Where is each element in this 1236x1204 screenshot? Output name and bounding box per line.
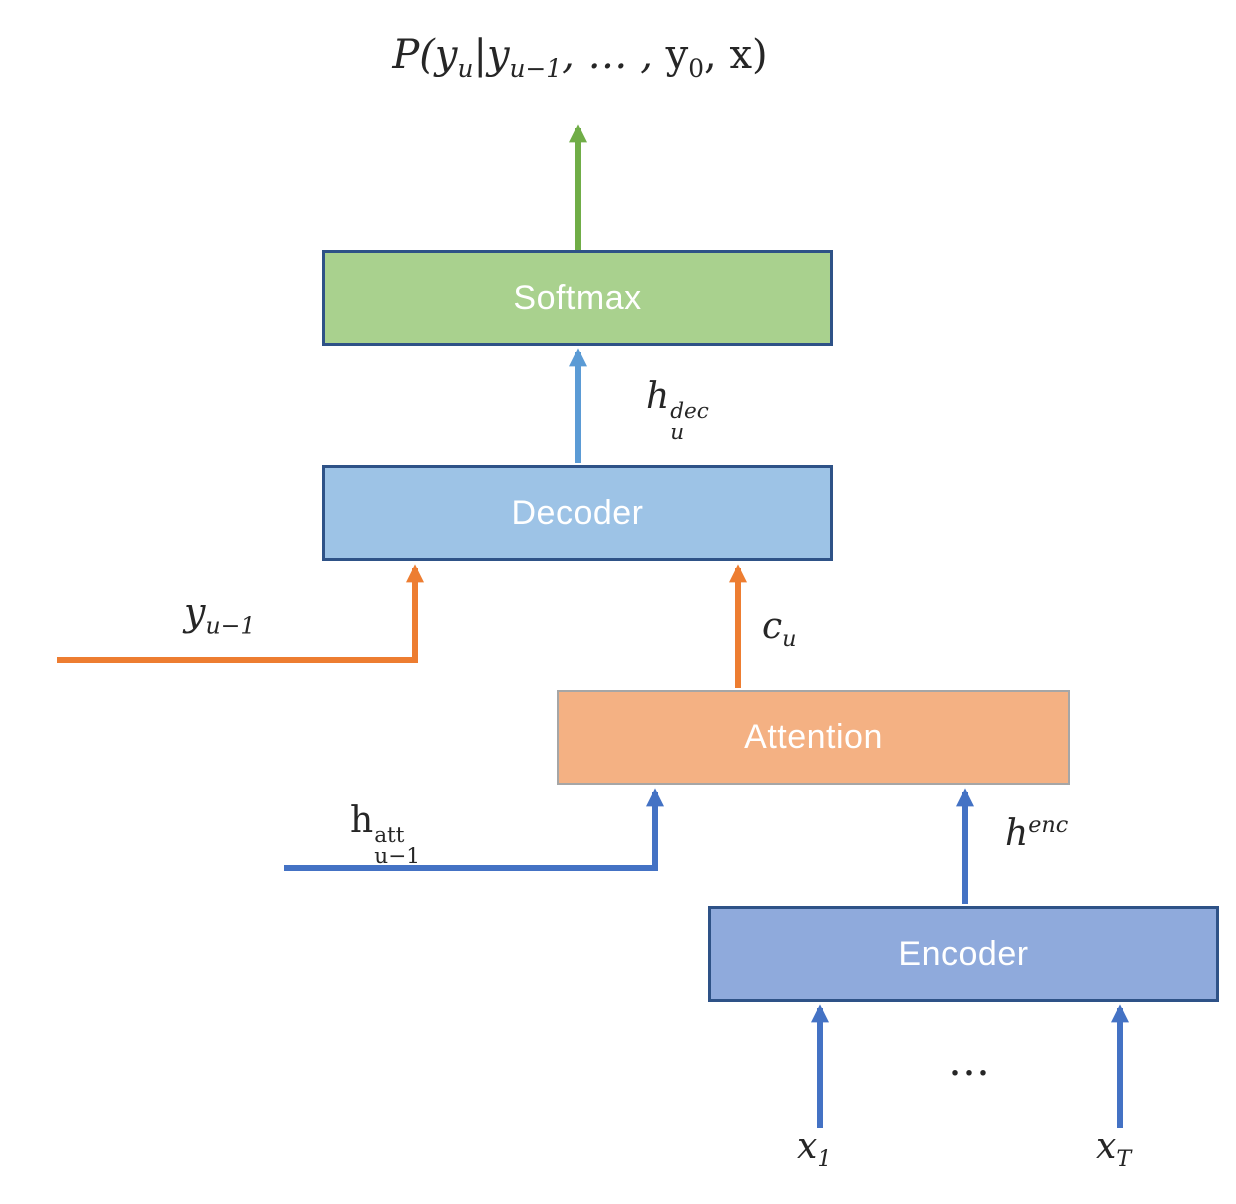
math-subscript: u−1 bbox=[374, 844, 420, 870]
decoder-box: Decoder bbox=[322, 465, 833, 561]
math-base: x bbox=[797, 1126, 818, 1167]
context-vector-label: cu bbox=[762, 606, 797, 652]
encoder-box-label: Encoder bbox=[898, 934, 1029, 973]
math-base: y bbox=[184, 590, 206, 634]
math-superscript: att bbox=[374, 822, 405, 848]
attention-box-label: Attention bbox=[744, 718, 883, 756]
math-subscript: u bbox=[782, 626, 797, 653]
formula-segment: y bbox=[665, 32, 689, 78]
encoder-hidden-state-label: henc bbox=[1005, 812, 1068, 854]
math-base: h bbox=[350, 800, 374, 841]
math-base: c bbox=[762, 606, 783, 647]
softmax-box-label: Softmax bbox=[513, 278, 642, 317]
formula-segment: , x) bbox=[704, 32, 768, 78]
attention-hidden-arrow bbox=[284, 788, 664, 871]
math-subscript: T bbox=[1116, 1146, 1132, 1173]
input-x1-label: x1 bbox=[797, 1126, 832, 1172]
math-subscript: u−1 bbox=[205, 611, 256, 640]
formula-segment: |y bbox=[473, 32, 510, 78]
math-superscript: dec bbox=[670, 398, 709, 424]
input-ellipsis: … bbox=[948, 1036, 997, 1085]
math-base: h bbox=[646, 376, 670, 417]
math-subscript: u bbox=[670, 420, 685, 446]
previous-output-label: yu−1 bbox=[184, 590, 255, 640]
formula-subscript: 0 bbox=[688, 54, 705, 83]
formula-subscript: u−1 bbox=[509, 54, 563, 83]
ellipsis-text: … bbox=[948, 1036, 997, 1085]
softmax-box: Softmax bbox=[322, 250, 833, 346]
formula-segment: P(y bbox=[392, 32, 458, 78]
math-superscript: enc bbox=[1028, 812, 1069, 838]
math-subscript: 1 bbox=[817, 1146, 832, 1173]
attention-box: Attention bbox=[557, 690, 1070, 785]
prev-output-to-decoder-arrow bbox=[57, 564, 424, 663]
math-base: x bbox=[1096, 1126, 1117, 1167]
output-probability-formula: P(yu|yu−1, … , y0, x) bbox=[320, 32, 840, 83]
encoder-box: Encoder bbox=[708, 906, 1219, 1002]
input-xT-label: xT bbox=[1096, 1126, 1131, 1172]
formula-subscript: u bbox=[457, 54, 474, 83]
math-base: h bbox=[1005, 813, 1029, 854]
formula-segment: , … , bbox=[562, 32, 666, 78]
decoder-box-label: Decoder bbox=[511, 493, 644, 532]
